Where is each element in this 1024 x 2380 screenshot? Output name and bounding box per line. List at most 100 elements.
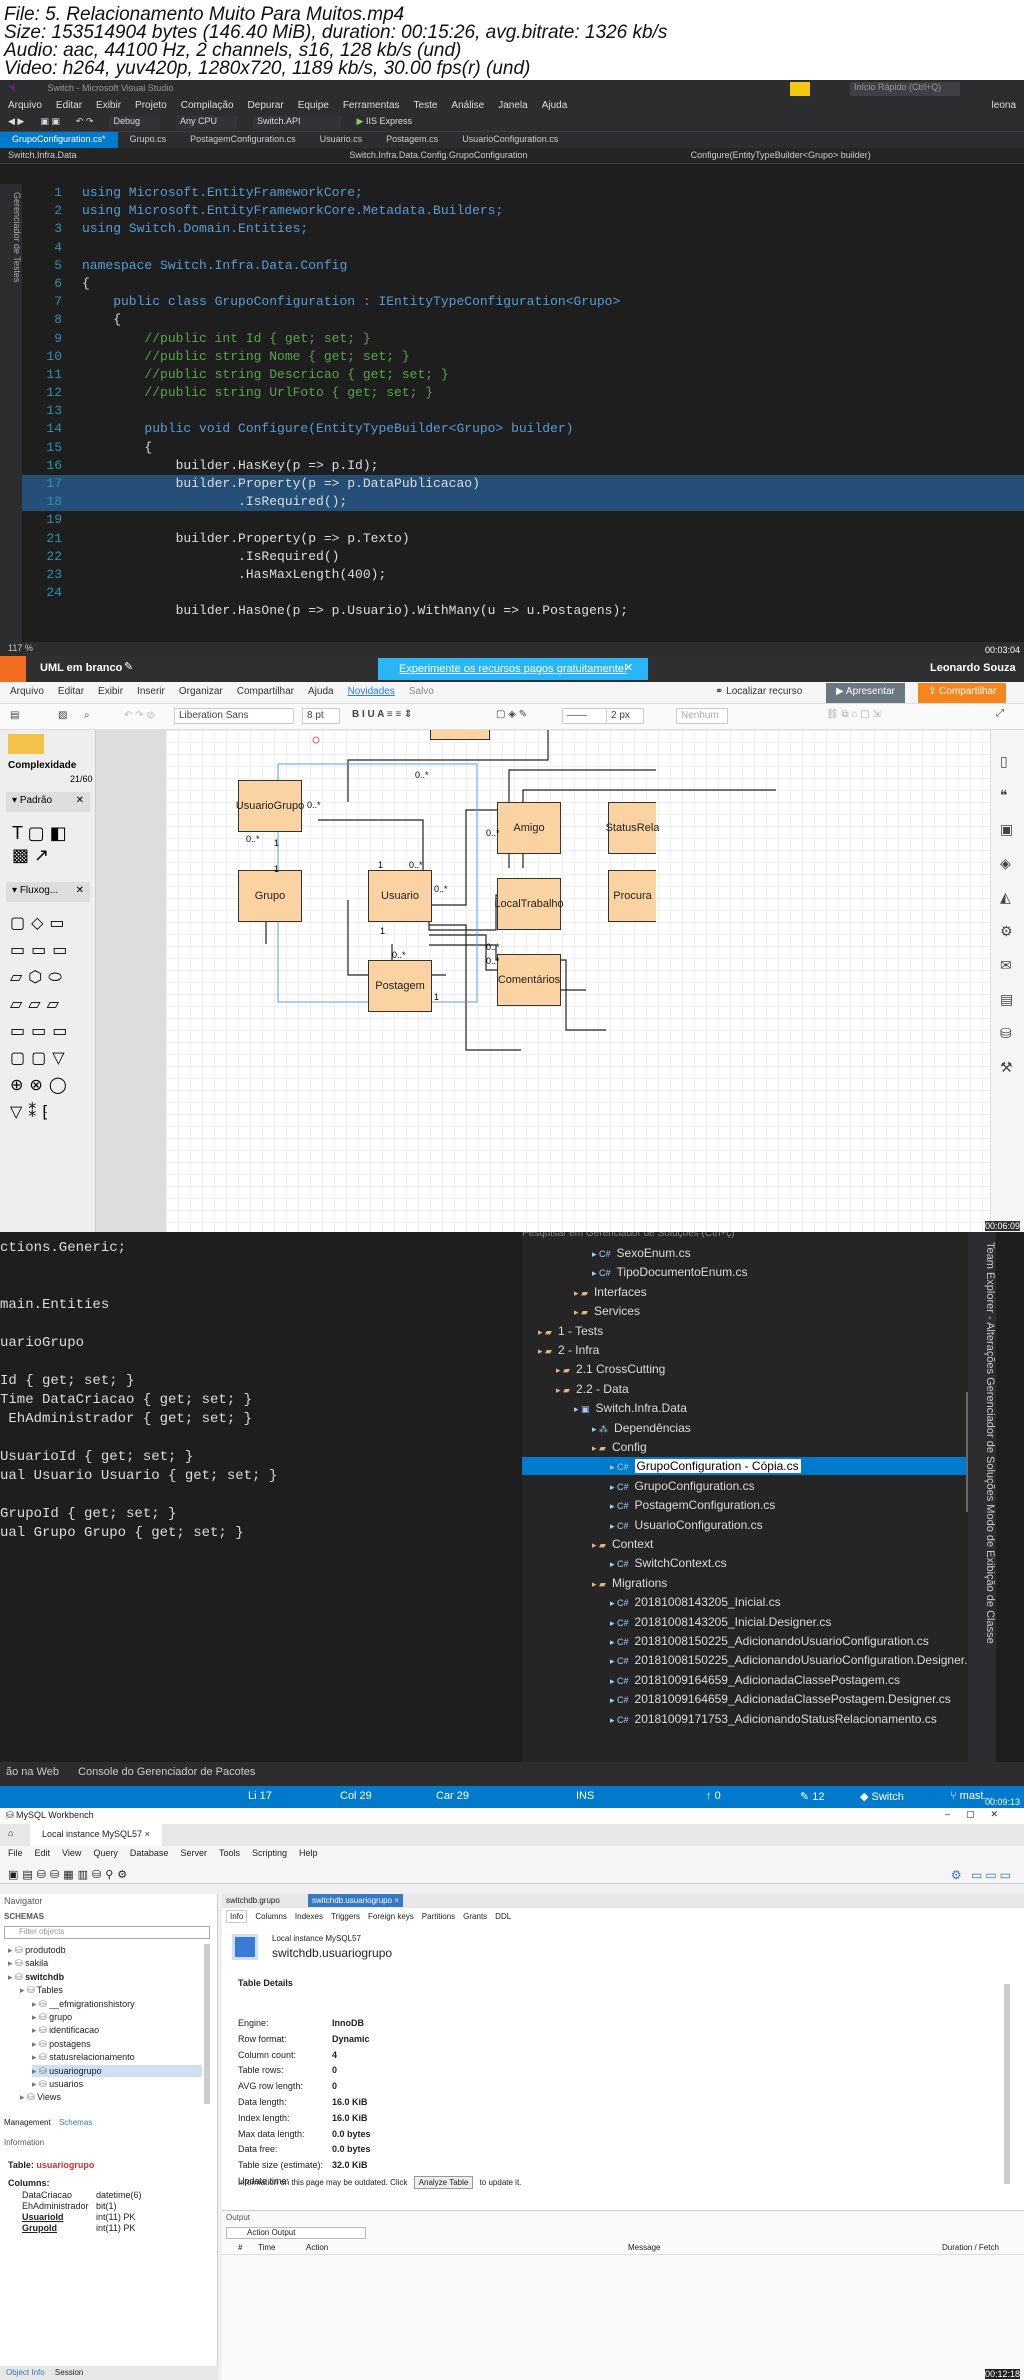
uml-class-postagem[interactable]: Postagem	[368, 960, 432, 1012]
uml-class-statusrelacionamento[interactable]: StatusRela	[606, 802, 659, 854]
code-line[interactable]: UsuarioId { get; set; }	[0, 1449, 194, 1465]
user-name[interactable]: Leonardo Souza	[930, 662, 1016, 674]
close-icon[interactable]: ✕	[624, 662, 634, 674]
code-line[interactable]: 8 {	[22, 311, 1024, 329]
schema-tree-item[interactable]: ▸ ⛁ statusrelacionamento	[32, 2051, 135, 2063]
solution-tree-item[interactable]: ▸ ▰2.2 - Data	[522, 1380, 966, 1398]
menu-equipe[interactable]: Equipe	[297, 100, 329, 111]
present-button[interactable]: ▶ Apresentar	[826, 683, 905, 703]
tab-grupo[interactable]: Grupo.cs	[129, 134, 167, 144]
image-icon[interactable]: ▨	[58, 710, 68, 721]
solution-tree-item[interactable]: ▸ ▰2.1 CrossCutting	[522, 1360, 966, 1378]
toolbar-icons[interactable]: ▣▤⛁⛁▦▥⛁⚲⚙	[8, 1869, 132, 1881]
nav-class[interactable]: Switch.Infra.Data.Config.GrupoConfigurat…	[349, 150, 528, 160]
library-fluxograma[interactable]: ▾ Fluxog...✕	[6, 882, 90, 902]
solution-tree-item[interactable]: ▸ C#20181009171753_AdicionandoStatusRela…	[522, 1710, 966, 1728]
menu-tools[interactable]: Tools	[218, 1848, 240, 1858]
analyze-table-button[interactable]: Analyze Table	[413, 2176, 474, 2189]
code-line[interactable]: ctions.Generic;	[0, 1240, 127, 1256]
quick-launch-input[interactable]: Início Rápido (Ctrl+Q)	[850, 82, 960, 96]
format-icons[interactable]: B I U A ≡ ≡ ⇕	[352, 709, 413, 720]
code-line[interactable]: 23 .HasMaxLength(400);	[22, 566, 1024, 584]
inspector-tab[interactable]: Partitions	[421, 1912, 456, 1921]
config-select[interactable]: Debug	[109, 116, 160, 129]
menu-arquivo[interactable]: Arquivo	[8, 100, 42, 111]
uml-class-usuario[interactable]: Usuario	[368, 870, 432, 922]
menu-organizar[interactable]: Organizar	[178, 686, 223, 697]
tab-postagemconfiguration[interactable]: PostagemConfiguration.cs	[190, 134, 296, 144]
solution-tree-item[interactable]: ▸ C#20181008143205_Inicial.Designer.cs	[522, 1613, 966, 1631]
code-line[interactable]: 6{	[22, 275, 1024, 293]
inspector-tab[interactable]: Triggers	[330, 1912, 360, 1921]
inspector-tab[interactable]: Foreign keys	[368, 1912, 414, 1921]
schema-tree-item[interactable]: ▸ ⛁ grupo	[32, 2011, 72, 2023]
code-line[interactable]: 17 builder.Property(p => p.DataPublicaca…	[22, 475, 1024, 494]
schema-tree-item[interactable]: ▸ ⛁ sakila	[8, 1957, 48, 1969]
menu-server[interactable]: Server	[180, 1848, 207, 1858]
inspector-tab[interactable]: Columns	[255, 1912, 287, 1921]
menu-ajuda[interactable]: Ajuda	[308, 686, 334, 697]
code-line[interactable]: ual Grupo Grupo { get; set; }	[0, 1525, 244, 1541]
solution-tree-item[interactable]: ▸ ▰Config	[522, 1438, 966, 1456]
schema-tree-item[interactable]: ▸ ⛁ usuarios	[32, 2078, 83, 2090]
uml-class-usuariogrupo[interactable]: UsuarioGrupo	[236, 780, 304, 832]
resize-handle[interactable]	[312, 736, 320, 744]
scrollbar[interactable]	[1004, 1984, 1010, 2184]
menu-projeto[interactable]: Projeto	[135, 100, 167, 111]
fill-icons[interactable]: ▢ ◈ ✎	[496, 709, 528, 720]
code-line[interactable]: builder.HasOne(p => p.Usuario).WithMany(…	[22, 602, 1024, 620]
inspector-tab[interactable]: Grants	[463, 1912, 488, 1921]
solution-tree-item[interactable]: ▸ ▰Context	[522, 1535, 966, 1553]
menu-database[interactable]: Database	[129, 1848, 169, 1858]
back-icon[interactable]: ◀ ▶	[8, 116, 25, 126]
uml-class-amigo[interactable]: Amigo	[497, 802, 561, 854]
share-button[interactable]: ⇪ Compartilhar	[918, 683, 1007, 703]
top-entity-box[interactable]	[430, 730, 490, 740]
solution-tree-item[interactable]: ▸ C#GrupoConfiguration - Cópia.cs	[522, 1457, 966, 1476]
menu-view[interactable]: View	[62, 1848, 82, 1858]
menu-editar[interactable]: Editar	[55, 100, 83, 111]
uml-class-grupo[interactable]: Grupo	[238, 870, 302, 922]
vs-user[interactable]: leona	[991, 100, 1016, 111]
nav-project[interactable]: Switch.Infra.Data	[8, 150, 77, 160]
promo-banner[interactable]: Experimente os recursos pagos gratuitame…	[378, 658, 648, 680]
code-line[interactable]: 18 .IsRequired();	[22, 493, 1024, 512]
close-icon[interactable]: ✕	[75, 795, 84, 806]
undo-icon[interactable]: ↶ ↷ ⊘	[124, 710, 155, 721]
code-line[interactable]: GrupoId { get; set; }	[0, 1506, 177, 1522]
menu-analise[interactable]: Análise	[451, 100, 485, 111]
code-line[interactable]: uarioGrupo	[0, 1335, 85, 1351]
solution-tree-item[interactable]: ▸ ▰Services	[522, 1302, 966, 1320]
code-line[interactable]: 22 .IsRequired()	[22, 548, 1024, 566]
code-line[interactable]: main.Entities	[0, 1297, 110, 1313]
schema-tree-item[interactable]: ▸ ⛁ switchdb	[8, 1971, 64, 1983]
code-line[interactable]: 16 builder.HasKey(p => p.Id);	[22, 457, 1024, 475]
menu-ajuda[interactable]: Ajuda	[541, 100, 568, 111]
home-icon[interactable]: ⌂	[8, 1828, 14, 1838]
search-icon[interactable]: ⌕	[84, 710, 90, 721]
right-dock-tabs[interactable]: Team Explorer - Alterações Gerenciador d…	[968, 1232, 996, 1762]
diagram-canvas[interactable]: UsuarioGrupo Grupo Usuario Postagem Amig…	[166, 730, 990, 1232]
solution-tree-item[interactable]: ▸ ▣Switch.Infra.Data	[522, 1399, 966, 1417]
edit-title-icon[interactable]: ✎	[124, 661, 134, 673]
menu-teste[interactable]: Teste	[413, 100, 438, 111]
font-size-select[interactable]: 8 pt	[302, 708, 340, 724]
action-output-select[interactable]: Action Output	[226, 2227, 366, 2239]
push-count[interactable]: ↑ 0	[706, 1790, 721, 1802]
code-line[interactable]: 21 builder.Property(p => p.Texto)	[22, 530, 1024, 548]
menu-novidades[interactable]: Novidades	[347, 686, 395, 697]
code-line[interactable]: 9 //public int Id { get; set; }	[22, 330, 1024, 348]
tab-object-info[interactable]: Object Info	[6, 2368, 45, 2377]
uml-class-localtrabalho[interactable]: LocalTrabalho	[494, 878, 564, 930]
schema-tree-item[interactable]: ▸ ⛁ identificacao	[32, 2024, 99, 2036]
tab-usuariogrupo[interactable]: switchdb.usuariogrupo ×	[308, 1894, 403, 1907]
solution-tree-item[interactable]: ▸ C#SwitchContext.cs	[522, 1554, 966, 1572]
inspector-tab[interactable]: DDL	[495, 1912, 512, 1921]
tab-session[interactable]: Session	[54, 2368, 84, 2377]
code-line[interactable]: ual Usuario Usuario { get; set; }	[0, 1468, 278, 1484]
layout-toggle-icons[interactable]: ⚙ ▭▭▭	[950, 1868, 1014, 1882]
code-line[interactable]: 10 //public string Nome { get; set; }	[22, 348, 1024, 366]
